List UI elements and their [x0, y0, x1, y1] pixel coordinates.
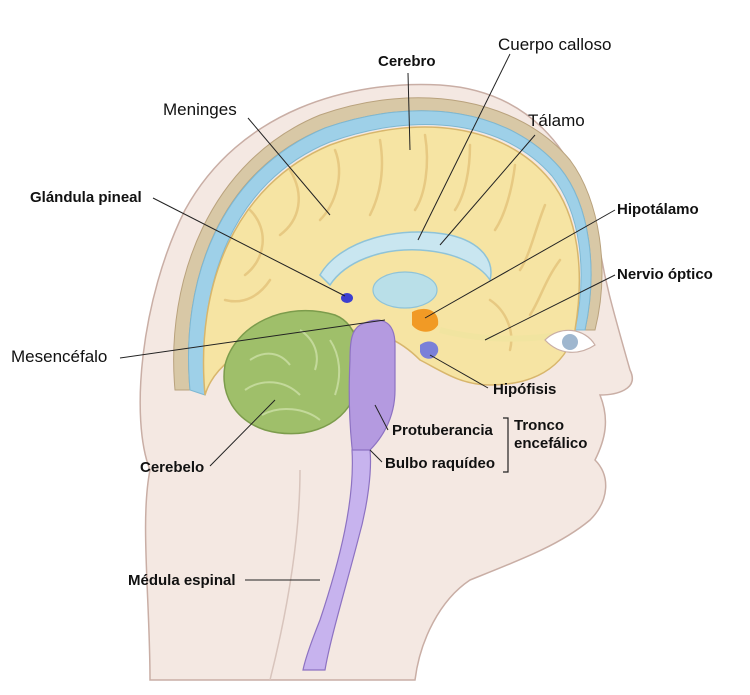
label-cerebelo: Cerebelo	[140, 459, 205, 476]
neck-outline	[269, 469, 301, 681]
label-glandula-pineal: Glándula pineal	[30, 189, 142, 206]
pituitary-shape	[420, 341, 439, 359]
brainstem-bracket	[503, 417, 509, 473]
iris-shape	[562, 334, 578, 350]
label-hipofisis: Hipófisis	[493, 381, 557, 398]
meninges-layer	[188, 110, 592, 396]
label-cuerpo-calloso: Cuerpo calloso	[498, 35, 612, 54]
spinal-cord-shape	[302, 449, 372, 671]
label-tronco-encefalico: Tronco encefálico	[514, 417, 587, 453]
label-bulbo-raquideo: Bulbo raquídeo	[385, 455, 495, 472]
label-tronco-line2: encefálico	[514, 435, 588, 452]
cerebellum-folia	[244, 329, 341, 421]
label-meninges: Meninges	[163, 100, 237, 119]
label-protuberancia: Protuberancia	[392, 422, 493, 439]
label-nervio-optico: Nervio óptico	[617, 266, 713, 283]
cerebrum-folds	[223, 133, 562, 352]
label-talamo: Tálamo	[528, 111, 585, 130]
leader-lines	[119, 53, 616, 581]
label-hipotalamo: Hipotálamo	[617, 201, 699, 218]
thalamus-shape	[372, 271, 438, 309]
corpus-callosum-shape	[319, 231, 492, 287]
label-mesencefalo: Mesencéfalo	[11, 347, 108, 366]
optic-nerve-shape	[439, 327, 561, 342]
label-cerebro: Cerebro	[378, 53, 436, 70]
label-medula-espinal: Médula espinal	[128, 572, 236, 589]
label-tronco-line1: Tronco	[514, 417, 565, 434]
